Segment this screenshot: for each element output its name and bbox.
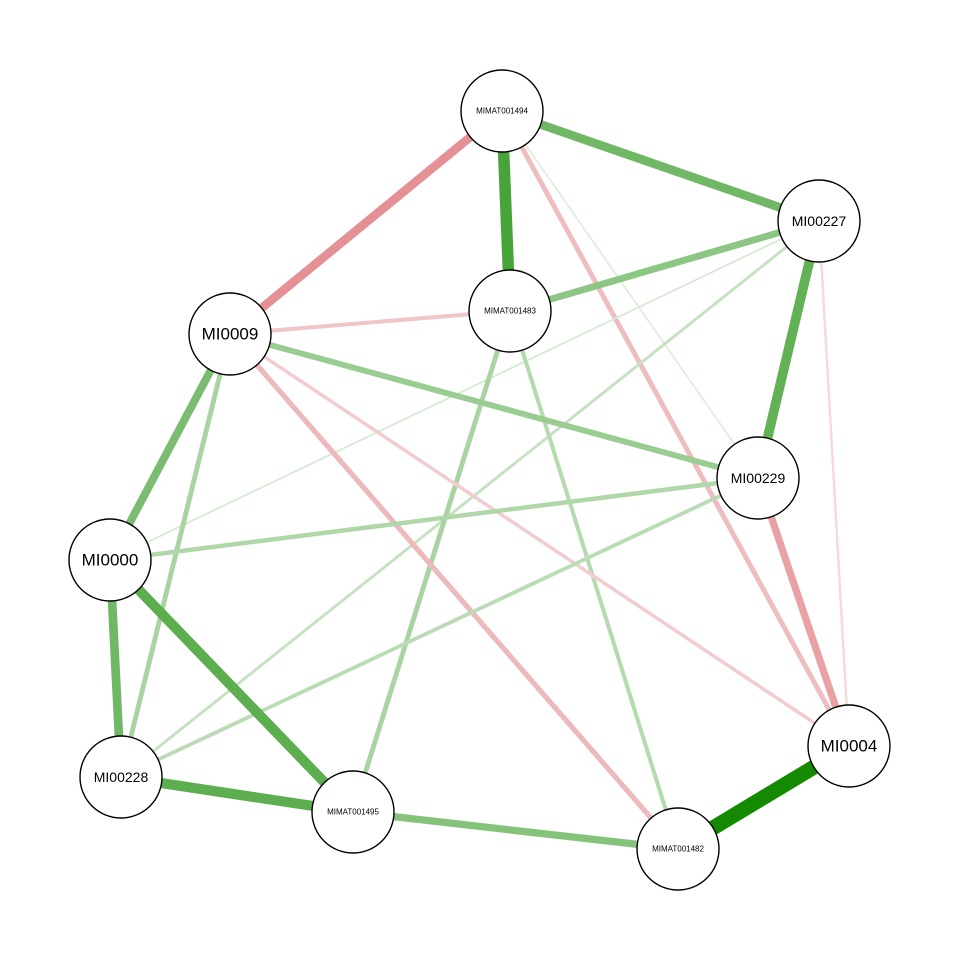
node-circle: [68, 518, 152, 602]
edge-MIMAT001494-MI00227: [500, 106, 821, 226]
edge-MIMAT001483-MI0009: [229, 308, 511, 337]
edge-MI00227-MI00228: [120, 219, 820, 779]
edge-MIMAT001494-MI0004: [499, 109, 852, 748]
node-circle: [460, 69, 544, 153]
node-label: MIMAT001494: [476, 107, 528, 116]
node-circle: [777, 179, 861, 263]
node-circle: [468, 269, 552, 353]
node-circle: [807, 704, 891, 788]
nodes-layer: MIMAT001494MI00227MIMAT001483MI0009MI002…: [68, 69, 891, 891]
node-label: MI0009: [202, 325, 259, 344]
node-MI0009: MI0009: [188, 292, 272, 376]
node-label: MIMAT001483: [484, 307, 536, 316]
edge-MI00227-MI00229: [753, 219, 824, 480]
edge-MI0009-MIMAT001482: [228, 332, 680, 851]
edge-MI0009-MI00229: [229, 331, 759, 481]
node-label: MI00229: [731, 470, 786, 486]
node-MI0000: MI0000: [68, 518, 152, 602]
edge-MIMAT001494-MI0009: [227, 107, 505, 338]
node-label: MI0000: [82, 551, 139, 570]
node-MI00227: MI00227: [777, 179, 861, 263]
edge-MIMAT001483-MIMAT001495: [350, 310, 513, 813]
edge-MI00229-MI00228: [120, 476, 759, 779]
node-label: MIMAT001482: [652, 845, 704, 854]
node-circle: [79, 735, 163, 819]
edge-MI00229-MI0000: [109, 475, 759, 563]
edge-MI0009-MI0004: [229, 332, 850, 748]
edge-MI0009-MI00228: [118, 333, 233, 778]
node-label: MI0004: [821, 737, 878, 756]
edge-MI0009-MI0000: [106, 332, 234, 562]
node-MIMAT001494: MIMAT001494: [460, 69, 544, 153]
node-circle: [188, 292, 272, 376]
edge-MI00229-MI0004: [754, 476, 853, 748]
edge-MIMAT001494-MI00229: [501, 110, 759, 479]
edge-MI00227-MIMAT001483: [509, 217, 820, 315]
edges-layer: [105, 106, 853, 856]
node-MI0004: MI0004: [807, 704, 891, 788]
node-MIMAT001482: MIMAT001482: [636, 807, 720, 891]
node-circle: [636, 807, 720, 891]
node-MI00229: MI00229: [716, 436, 800, 520]
edge-MI00227-MI0004: [817, 220, 851, 747]
node-circle: [311, 770, 395, 854]
node-MI00228: MI00228: [79, 735, 163, 819]
node-label: MI00227: [792, 213, 847, 229]
node-label: MI00228: [94, 769, 149, 785]
edge-MIMAT001495-MIMAT001482: [352, 808, 679, 853]
node-circle: [716, 436, 800, 520]
edge-MIMAT001483-MIMAT001482: [508, 310, 680, 850]
edge-MI00227-MI0000: [109, 220, 820, 561]
node-label: MIMAT001495: [327, 808, 379, 817]
node-MIMAT001495: MIMAT001495: [311, 770, 395, 854]
node-MIMAT001483: MIMAT001483: [468, 269, 552, 353]
edge-MI0000-MIMAT001495: [106, 556, 357, 816]
